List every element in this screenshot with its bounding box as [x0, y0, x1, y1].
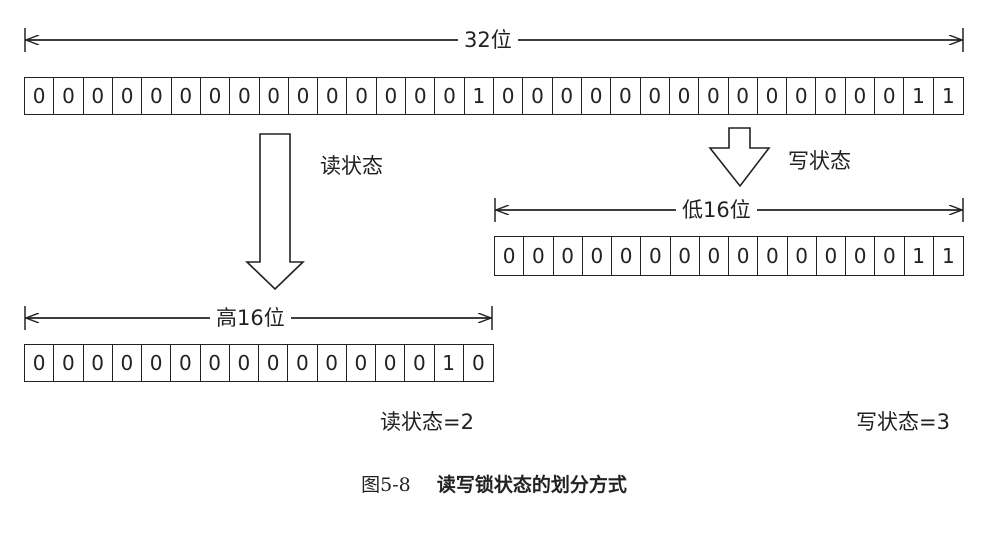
bit-cell: 1 [465, 78, 494, 114]
bit-cell: 0 [84, 345, 113, 381]
bit-cell: 0 [376, 345, 406, 381]
bit-cell: 0 [524, 237, 554, 275]
bit-cell: 0 [318, 345, 347, 381]
bit-cell: 1 [904, 78, 934, 114]
bit-cell: 0 [817, 237, 846, 275]
bit-cell: 0 [142, 78, 172, 114]
span-high-label: 高16位 [210, 306, 291, 330]
bit-cell: 0 [472, 351, 485, 375]
bit-cell: 0 [405, 345, 435, 381]
bit-cell: 0 [846, 237, 876, 275]
bit-cell: 0 [288, 345, 318, 381]
bit-cell: 0 [611, 78, 641, 114]
write-down-arrow [708, 127, 771, 188]
bit-cell: 0 [318, 78, 348, 114]
bit-cell: 0 [201, 345, 230, 381]
caption-number: 图5-8 [361, 474, 411, 496]
figure-caption: 图5-8 读写锁状态的划分方式 [0, 470, 988, 497]
bit-cell: 0 [406, 78, 436, 114]
bit-cell: 0 [846, 78, 876, 114]
bit-cell: 0 [670, 78, 700, 114]
bit-cell: 0 [54, 78, 84, 114]
bit-cell: 0 [787, 78, 817, 114]
bit-cell: 0 [700, 237, 729, 275]
bit-cell: 0 [641, 237, 671, 275]
low-result-label: 写状态=3 [856, 410, 950, 434]
bit-cell: 0 [495, 237, 525, 275]
bit-cell: 0 [758, 237, 788, 275]
span-32-label: 32位 [458, 28, 518, 52]
caption-text: 读写锁状态的划分方式 [436, 474, 627, 496]
bit-cell: 0 [582, 78, 612, 114]
bit-cell: 0 [230, 345, 259, 381]
bit-cell: 0 [758, 78, 788, 114]
bit-cell: 1 [941, 84, 955, 108]
bit-cell: 0 [347, 78, 377, 114]
read-arrow-label: 读状态 [320, 154, 383, 178]
bit-cell: 0 [583, 237, 612, 275]
bit-cell: 0 [113, 78, 143, 114]
bit-cell: 0 [377, 78, 407, 114]
write-arrow-label: 写状态 [788, 149, 851, 173]
bit-cell: 0 [172, 78, 201, 114]
bit-cell: 0 [142, 345, 172, 381]
bit-cell: 0 [347, 345, 376, 381]
bit-cell: 1 [435, 345, 464, 381]
bit-cell: 0 [84, 78, 113, 114]
bit-cell: 0 [612, 237, 642, 275]
bit-cell: 0 [25, 78, 55, 114]
bit-cell: 0 [260, 78, 289, 114]
bit-cell: 0 [494, 78, 524, 114]
bit-cell: 1 [905, 237, 934, 275]
bit-cell: 1 [942, 244, 955, 268]
bit-cell: 0 [554, 237, 583, 275]
bit-cell: 0 [230, 78, 260, 114]
bit-cell: 0 [553, 78, 582, 114]
bit-cell: 0 [875, 237, 905, 275]
bit-cell: 0 [523, 78, 553, 114]
bit-cell: 0 [729, 78, 758, 114]
bit-cell: 0 [289, 78, 319, 114]
bit-cell: 0 [788, 237, 817, 275]
bit-cell: 0 [816, 78, 846, 114]
bit-cell: 0 [435, 78, 465, 114]
read-down-arrow [245, 133, 305, 291]
span-low-label: 低16位 [676, 198, 757, 222]
bit-cell: 0 [25, 345, 55, 381]
bit-cell: 0 [171, 345, 201, 381]
bit-cell: 0 [875, 78, 905, 114]
high-result-label: 读状态=2 [380, 410, 474, 434]
bit-cell: 0 [729, 237, 759, 275]
bit-cell: 0 [54, 345, 84, 381]
bit-cell: 0 [113, 345, 142, 381]
bit-cell: 0 [699, 78, 729, 114]
bit-cell: 0 [641, 78, 670, 114]
bit-cell: 0 [201, 78, 231, 114]
bit-cell: 0 [671, 237, 700, 275]
bit-cell: 0 [259, 345, 289, 381]
